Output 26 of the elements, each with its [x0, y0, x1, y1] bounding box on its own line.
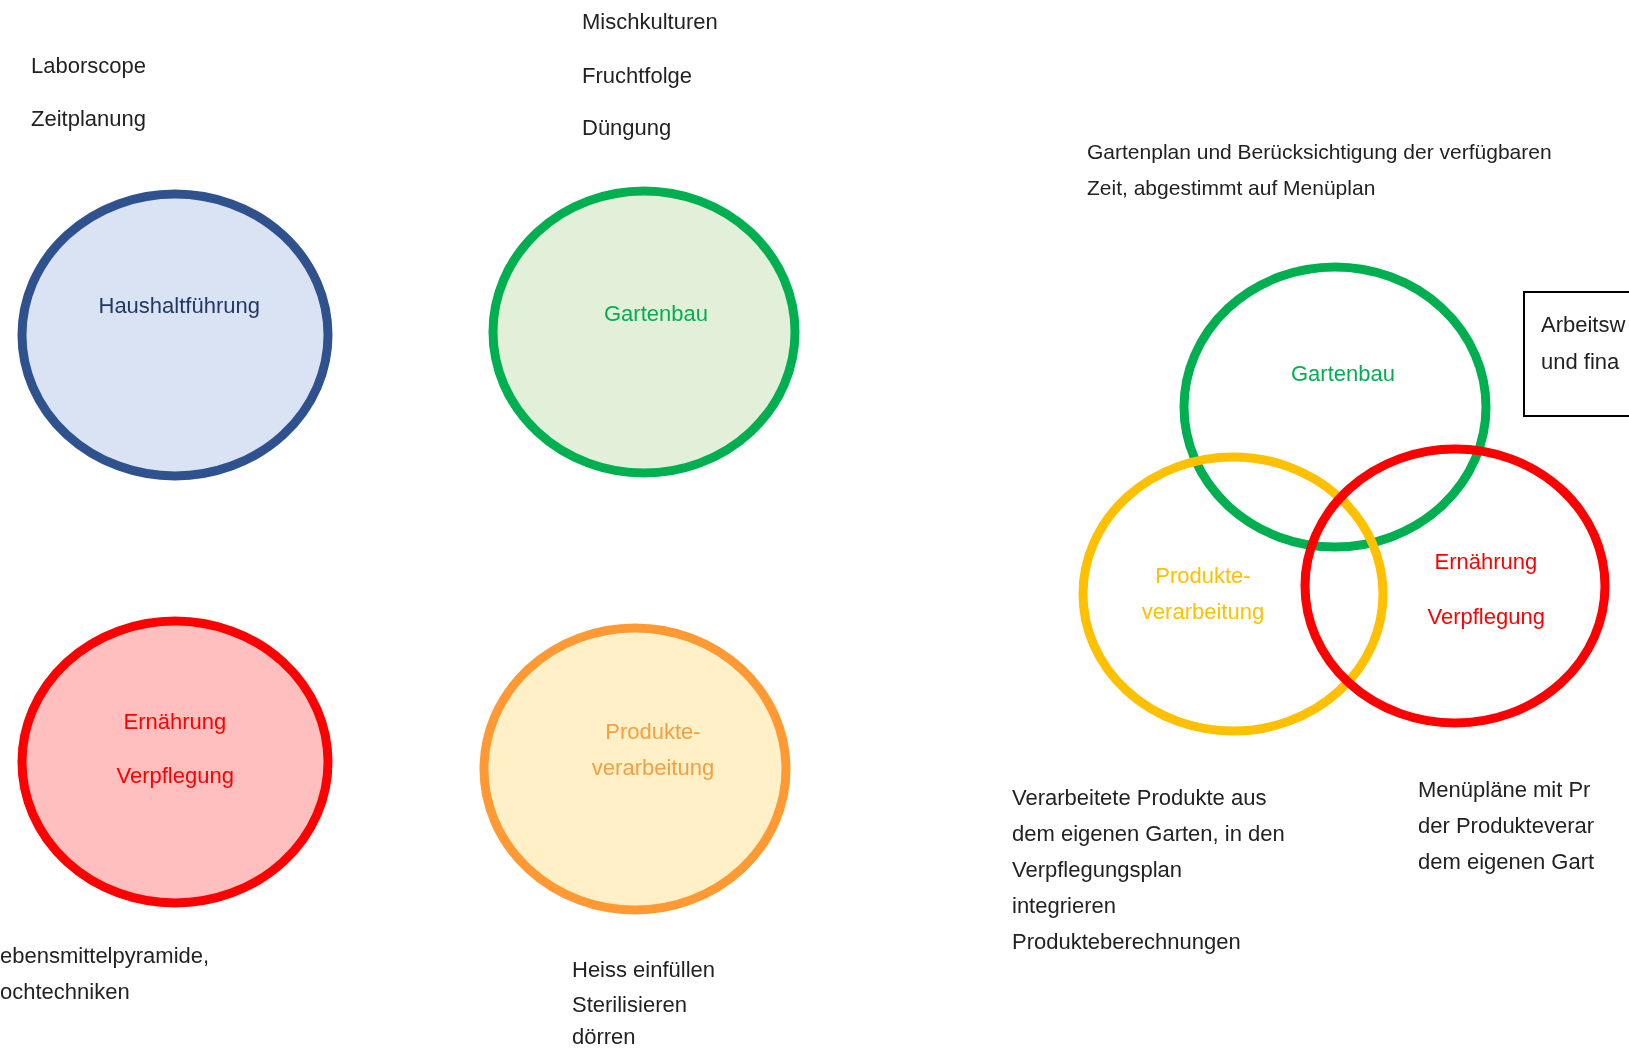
note-text: dem eigenen Gart [1418, 848, 1595, 876]
circle-label: Produkte-verarbeitung [1140, 562, 1266, 626]
note-text: Fruchtfolge [582, 62, 693, 90]
note-text: Düngung [582, 114, 672, 142]
note-text: Mischkulturen [582, 8, 718, 36]
circle-label: Gartenbau [1291, 360, 1395, 388]
circle-label: Produkte-verarbeitung [590, 718, 716, 782]
circle-label: Gartenbau [604, 300, 708, 328]
note-text: Sterilisieren [572, 991, 687, 1019]
circle-label: Ernährung [123, 708, 227, 736]
circle-label: Haushaltführung [98, 292, 260, 320]
note-text: ebensmittelpyramide, ochtechniken [0, 942, 211, 1006]
note-text: dörren [572, 1023, 636, 1051]
circle-label: Verpflegung [1427, 603, 1545, 631]
note-text: der Produkteverar [1418, 812, 1595, 840]
note-text: Produkteberechnungen [1012, 928, 1241, 956]
note-text: Gartenplan und Berücksichtigung der verfügbaren Zeit, abgestimmt auf Menüplan [1087, 139, 1553, 201]
note-text: Menüpläne mit Pr [1418, 776, 1591, 804]
box-text: Arbeitsw [1541, 311, 1626, 339]
note-text: Heiss einfüllen [572, 956, 716, 984]
note-text: Laborscope [31, 52, 146, 80]
box-text: und fina [1541, 348, 1620, 376]
circle-label: Verpflegung [116, 762, 234, 790]
circle-label: Ernährung [1434, 548, 1538, 576]
note-text: Zeitplanung [31, 105, 146, 133]
note-text: integrieren [1012, 892, 1116, 920]
